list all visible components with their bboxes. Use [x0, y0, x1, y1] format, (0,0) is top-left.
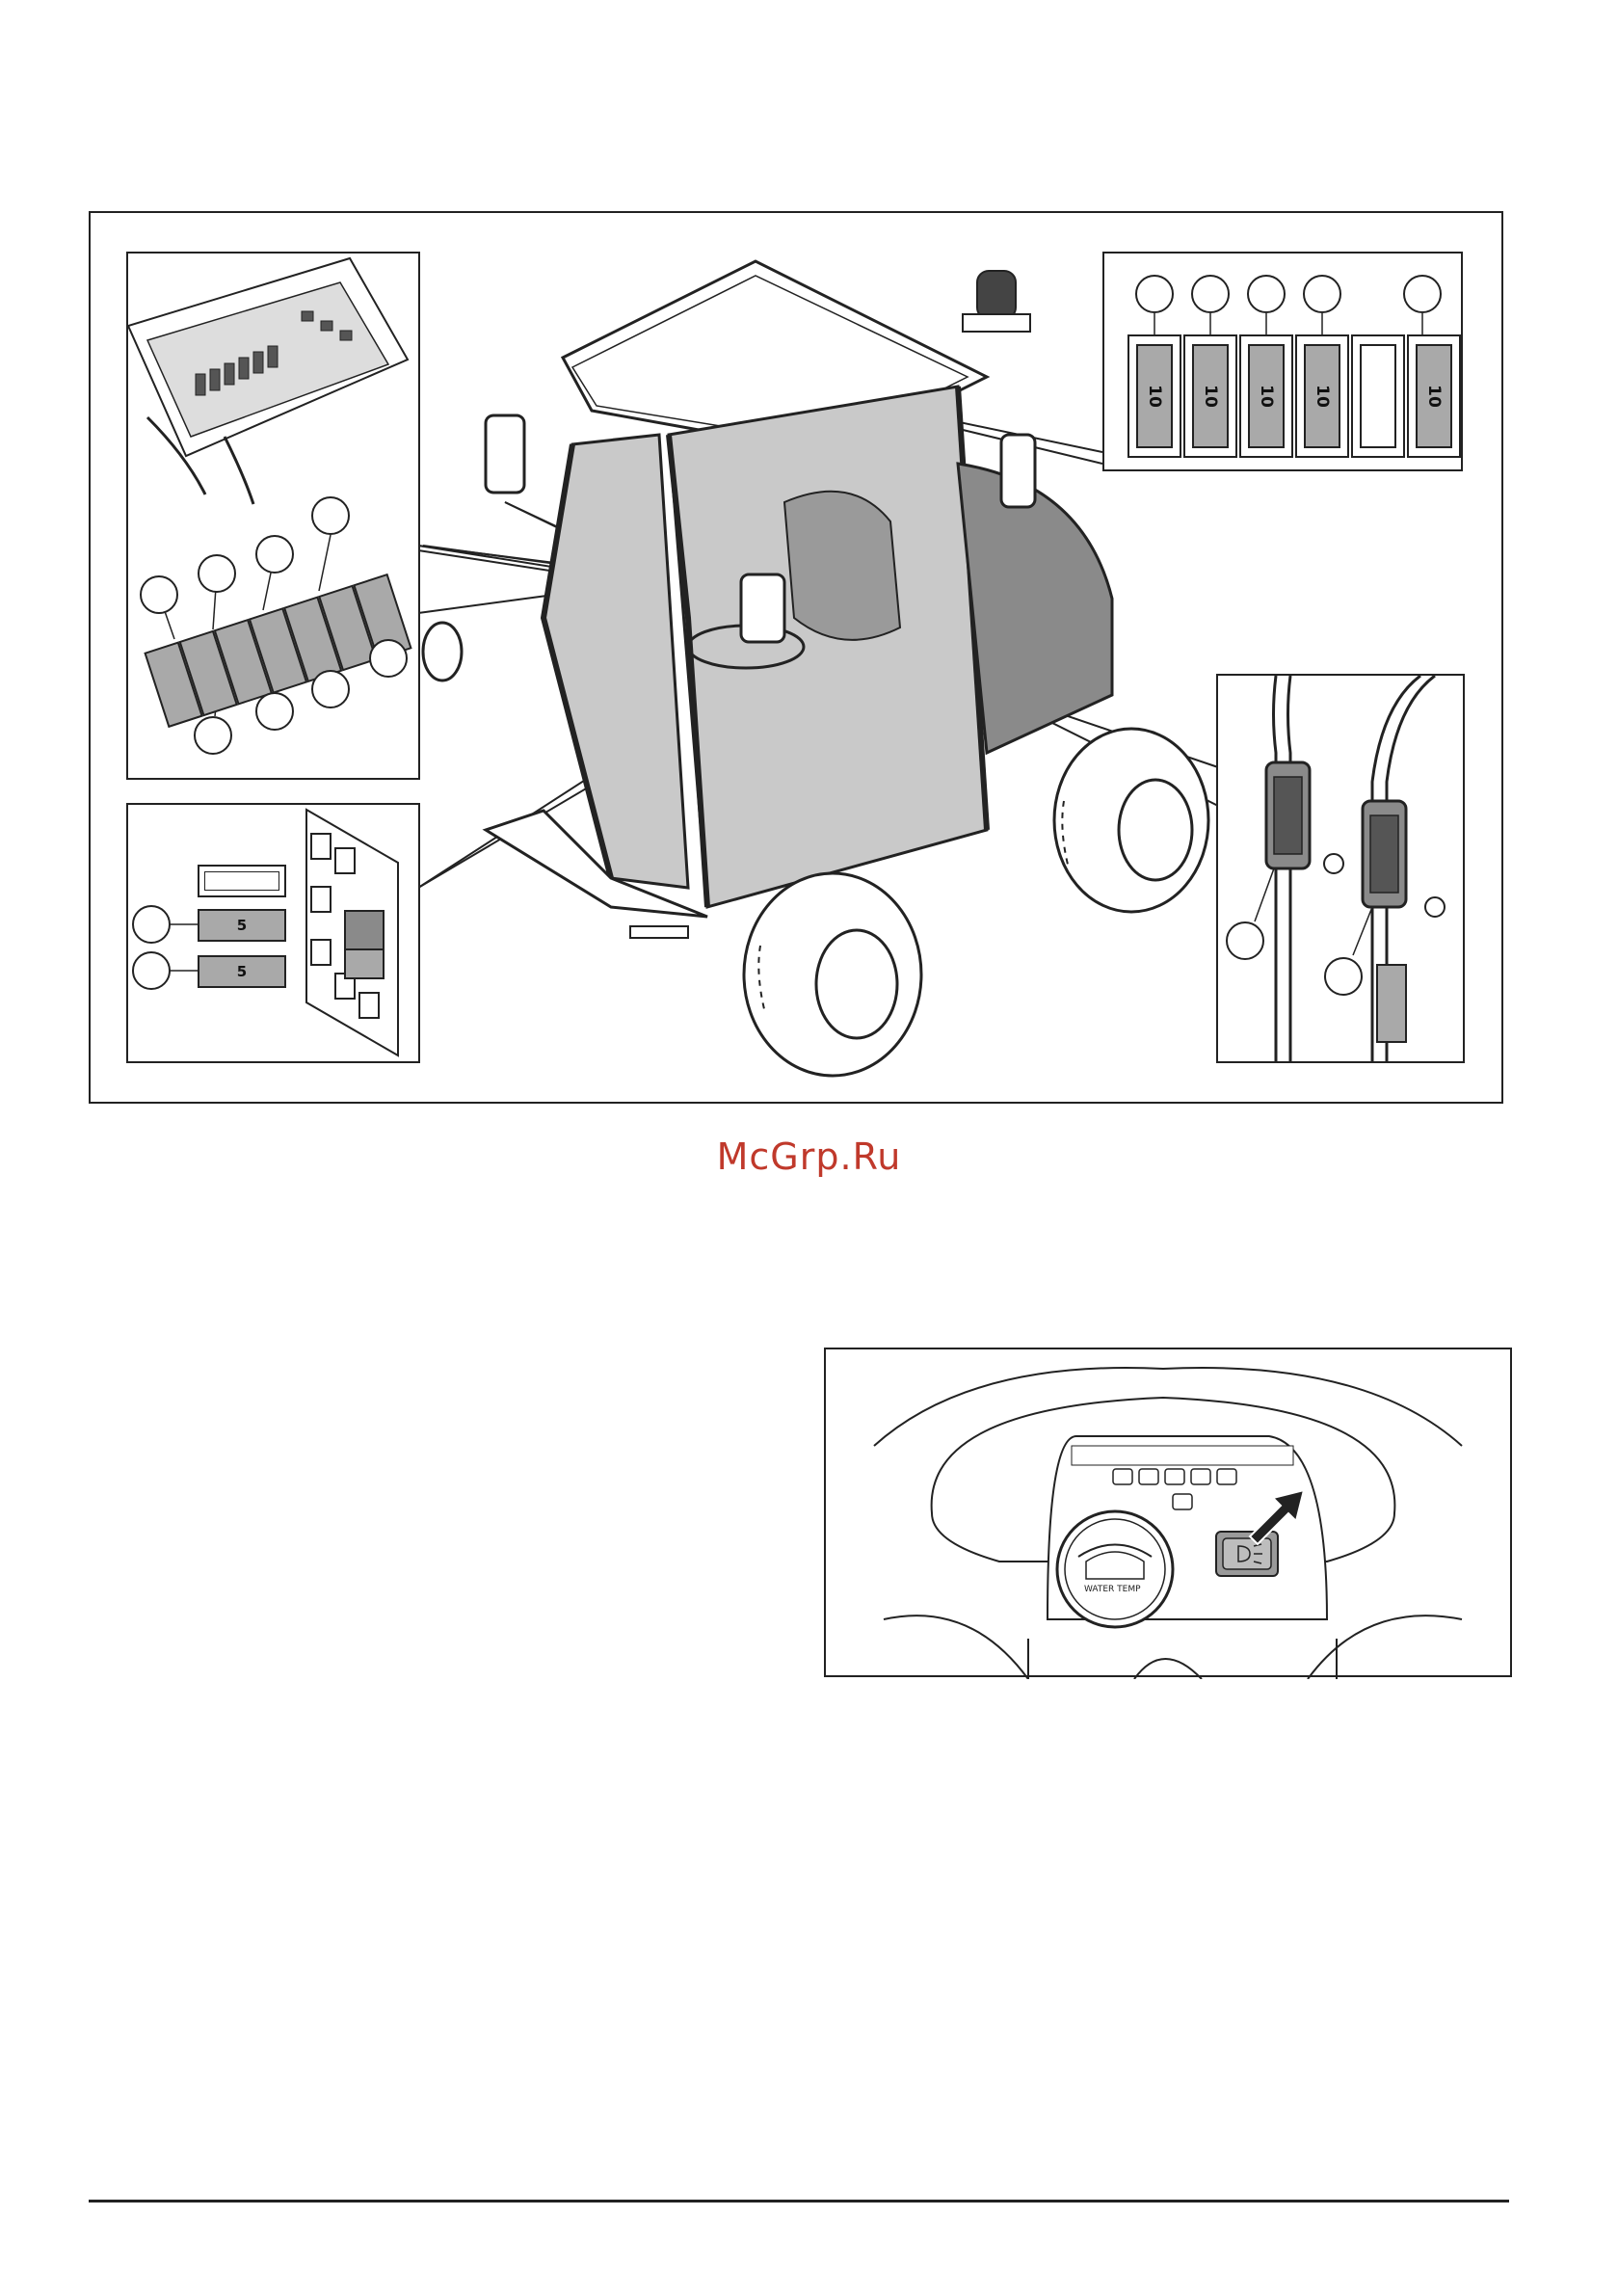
callout-circle [369, 639, 408, 678]
watermark-text: McGrp.Ru [0, 1135, 1618, 1178]
callout-circle [1247, 275, 1286, 313]
roof-fuse: 10 [1239, 334, 1293, 458]
callout-circle [132, 905, 171, 944]
callout-circle [1303, 275, 1341, 313]
callout-circle [1324, 957, 1363, 996]
roof-fuse: 10 [1295, 334, 1349, 458]
beacon-light-icon [963, 271, 1030, 332]
cab-fuse-figure: 5 5 10 10 10 10 10 [89, 211, 1503, 1104]
relay-fuse: 5 [198, 955, 286, 988]
callout-circle [255, 692, 294, 731]
callout-circle [1403, 275, 1442, 313]
pointer-arrow-icon [1240, 1477, 1317, 1554]
inline-fuse-inset [1216, 674, 1465, 1063]
roof-fuse: 10 [1127, 334, 1181, 458]
callout-circle [132, 951, 171, 990]
callout-circle [1135, 275, 1174, 313]
roof-fuse-empty-slot [1351, 334, 1405, 458]
relay-panel-inset: 5 5 [126, 803, 420, 1063]
callout-circle [198, 554, 236, 593]
callout-circle [1226, 921, 1264, 960]
callout-circle [1191, 275, 1230, 313]
callout-circle [311, 496, 350, 535]
callout-circle [255, 535, 294, 574]
roof-fuse: 10 [1407, 334, 1461, 458]
relay-fuse: 5 [198, 909, 286, 942]
callout-circle [140, 575, 178, 614]
cab-roof-fuse-inset: 10 10 10 10 10 [1102, 252, 1463, 471]
footer-rule [89, 2200, 1509, 2203]
callout-circle [194, 716, 232, 755]
callout-circle [311, 670, 350, 708]
gauge-label: WATER TEMP [1084, 1585, 1141, 1594]
roof-fuse: 10 [1183, 334, 1237, 458]
dashboard-light-switch-figure: WATER TEMP [824, 1348, 1512, 1677]
fuse-box-inset [126, 252, 420, 780]
relay-fuse-empty-slot [198, 865, 286, 897]
